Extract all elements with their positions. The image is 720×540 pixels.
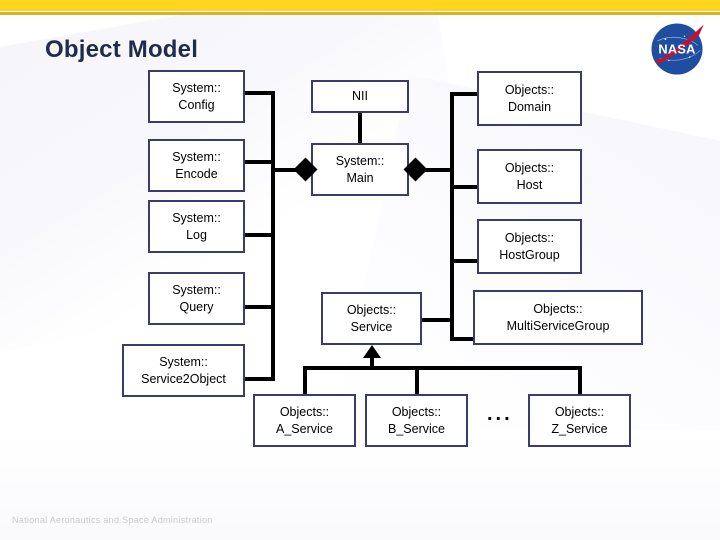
- edge-right-trunk: [450, 92, 454, 341]
- node-label-line2: HostGroup: [499, 247, 560, 262]
- node-label-line1: System::: [172, 282, 221, 297]
- edge-service-stem: [369, 357, 374, 370]
- node-label-line1: Objects::: [504, 82, 555, 97]
- node-label-line1: Objects::: [279, 404, 330, 419]
- node-label-line2: Config: [178, 97, 215, 112]
- edge-service-bus: [302, 366, 582, 370]
- node-label-line1: System::: [172, 80, 221, 95]
- edge-stub-objects-hostgroup: [450, 259, 478, 263]
- node-label-line1: Objects::: [391, 404, 442, 419]
- node-label-line2: Main: [346, 170, 374, 185]
- node-label-line1: System::: [159, 354, 208, 369]
- node-objects-host[interactable]: Objects::Host: [477, 149, 582, 204]
- page-title: Object Model: [45, 36, 199, 63]
- svg-text:NASA: NASA: [658, 42, 695, 57]
- node-system-main[interactable]: System::Main: [311, 143, 409, 196]
- node-objects-a-service[interactable]: Objects::A_Service: [253, 394, 356, 447]
- edge-drop-objects-a-service: [302, 366, 307, 395]
- node-label-line2: B_Service: [388, 421, 445, 436]
- node-label-line1: NII: [352, 89, 368, 104]
- node-label-line2: Log: [186, 227, 207, 242]
- node-objects-multiservicegroup[interactable]: Objects::MultiServiceGroup: [473, 290, 643, 345]
- node-nii[interactable]: NII: [311, 80, 409, 113]
- node-system-encode[interactable]: System::Encode: [148, 139, 245, 192]
- edge-stub-system-service2object: [244, 377, 275, 381]
- node-label-line1: Objects::: [346, 302, 397, 317]
- nasa-logo-icon: NASA: [648, 20, 706, 78]
- node-label-line2: Query: [179, 299, 214, 314]
- node-label-line2: Domain: [507, 99, 552, 114]
- node-system-log[interactable]: System::Log: [148, 200, 245, 253]
- node-label-line1: Objects::: [554, 404, 605, 419]
- node-label-line2: A_Service: [276, 421, 333, 436]
- node-system-query[interactable]: System::Query: [148, 272, 245, 325]
- node-label-line2: Service2Object: [141, 371, 226, 386]
- node-label-line1: System::: [172, 149, 221, 164]
- node-label-line1: Objects::: [504, 160, 555, 175]
- edge-stub-objects-domain: [450, 92, 478, 96]
- header-yellow-bar: [0, 0, 720, 11]
- edge-left-trunk: [271, 91, 275, 381]
- node-objects-service[interactable]: Objects::Service: [321, 292, 422, 345]
- service-ellipsis: ...: [487, 403, 513, 425]
- edge-main-to-right-trunk: [423, 168, 454, 172]
- node-label-line1: Objects::: [504, 230, 555, 245]
- node-objects-hostgroup[interactable]: Objects::HostGroup: [477, 219, 582, 274]
- node-system-service2object[interactable]: System::Service2Object: [122, 344, 245, 397]
- node-objects-z-service[interactable]: Objects::Z_Service: [528, 394, 631, 447]
- node-label-line2: Host: [516, 177, 543, 192]
- node-objects-domain[interactable]: Objects::Domain: [477, 71, 582, 126]
- node-label-line1: System::: [172, 210, 221, 225]
- node-label-line2: Service: [350, 319, 393, 334]
- edge-stub-objects-host: [450, 185, 478, 189]
- generalization-arrowhead: [362, 345, 381, 358]
- node-label-line1: System::: [335, 153, 385, 168]
- edge-drop-objects-z-service: [577, 366, 582, 395]
- node-objects-b-service[interactable]: Objects::B_Service: [365, 394, 468, 447]
- edge-drop-objects-b-service: [414, 366, 419, 395]
- header-gold-rule: [0, 12, 720, 15]
- footer-agency-text: National Aeronautics and Space Administr…: [12, 515, 213, 525]
- node-label-line2: MultiServiceGroup: [506, 318, 610, 333]
- node-label-line2: Encode: [175, 166, 218, 181]
- edge-nii-to-main: [358, 113, 362, 144]
- node-label-line2: Z_Service: [551, 421, 608, 436]
- node-system-config[interactable]: System::Config: [148, 70, 245, 123]
- node-label-line1: Objects::: [533, 301, 583, 316]
